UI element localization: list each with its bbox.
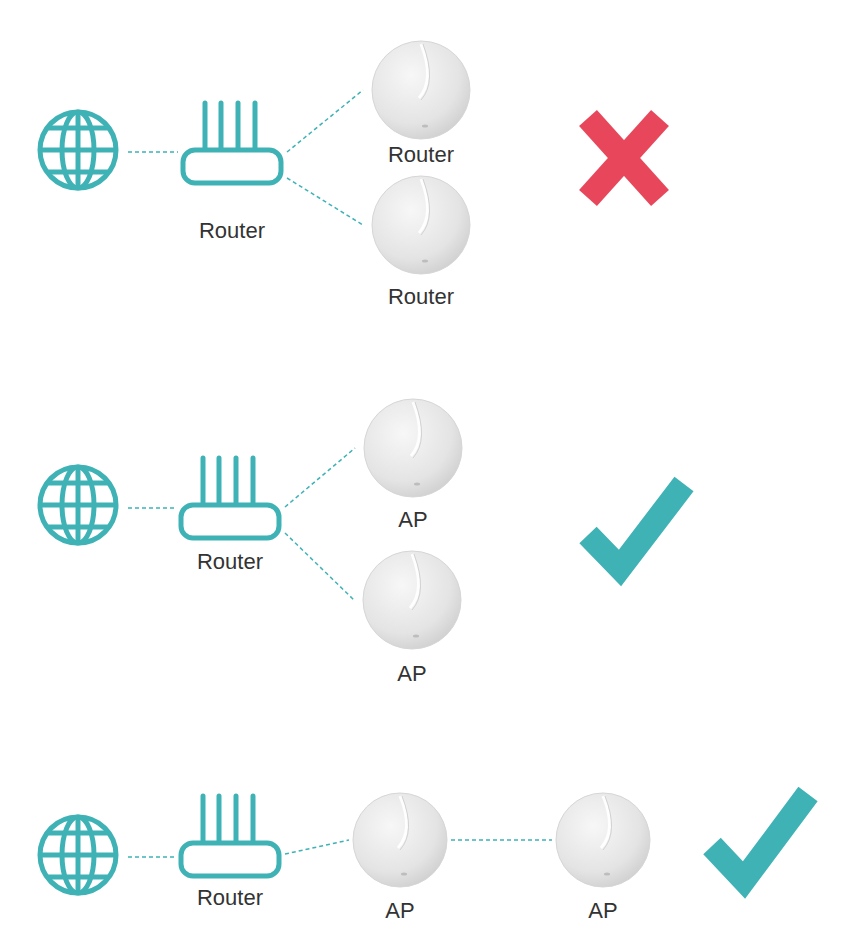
- router-node: Router: [178, 793, 282, 911]
- mesh-unit-node: AP: [555, 792, 651, 924]
- device-label: Router: [197, 549, 263, 575]
- cross-mark: [588, 118, 660, 198]
- dashed-connection: [287, 178, 363, 225]
- mesh-unit-icon: [352, 792, 448, 888]
- mesh-unit-node: AP: [362, 550, 462, 687]
- mesh-unit-node: AP: [363, 398, 463, 533]
- device-label: Router: [199, 218, 265, 244]
- router-icon: [180, 100, 284, 186]
- internet-links: [128, 152, 178, 857]
- device-label: AP: [397, 661, 426, 687]
- internet-link: [128, 856, 176, 858]
- dashed-connection: [287, 90, 363, 152]
- mesh-unit-icon: [362, 550, 462, 650]
- globe-icon: [40, 817, 116, 893]
- mesh-unit-icon: [371, 175, 471, 275]
- router-node: Router: [180, 100, 284, 244]
- device-label: AP: [385, 898, 414, 924]
- check-mark: [588, 484, 684, 568]
- dashed-connection: [451, 839, 552, 841]
- router-icon: [178, 455, 282, 541]
- check-mark: [712, 794, 808, 880]
- device-label: AP: [588, 898, 617, 924]
- router-icon: [178, 793, 282, 879]
- router-node: Router: [178, 455, 282, 575]
- globe-icons: [40, 112, 116, 893]
- mesh-unit-icon: [363, 398, 463, 498]
- device-label: Router: [388, 142, 454, 168]
- mesh-unit-node: Router: [371, 175, 471, 310]
- device-label: Router: [388, 284, 454, 310]
- device-label: AP: [398, 507, 427, 533]
- internet-link: [128, 151, 178, 153]
- dashed-connection: [285, 448, 355, 507]
- internet-link: [128, 507, 176, 509]
- dashed-connection: [285, 840, 349, 854]
- mesh-unit-node: AP: [352, 792, 448, 924]
- device-label: Router: [197, 885, 263, 911]
- globe-icon: [40, 112, 116, 188]
- mesh-unit-node: Router: [371, 40, 471, 168]
- globe-icon: [40, 467, 116, 543]
- mesh-unit-icon: [371, 40, 471, 140]
- mesh-unit-icon: [555, 792, 651, 888]
- dashed-connection: [285, 533, 354, 600]
